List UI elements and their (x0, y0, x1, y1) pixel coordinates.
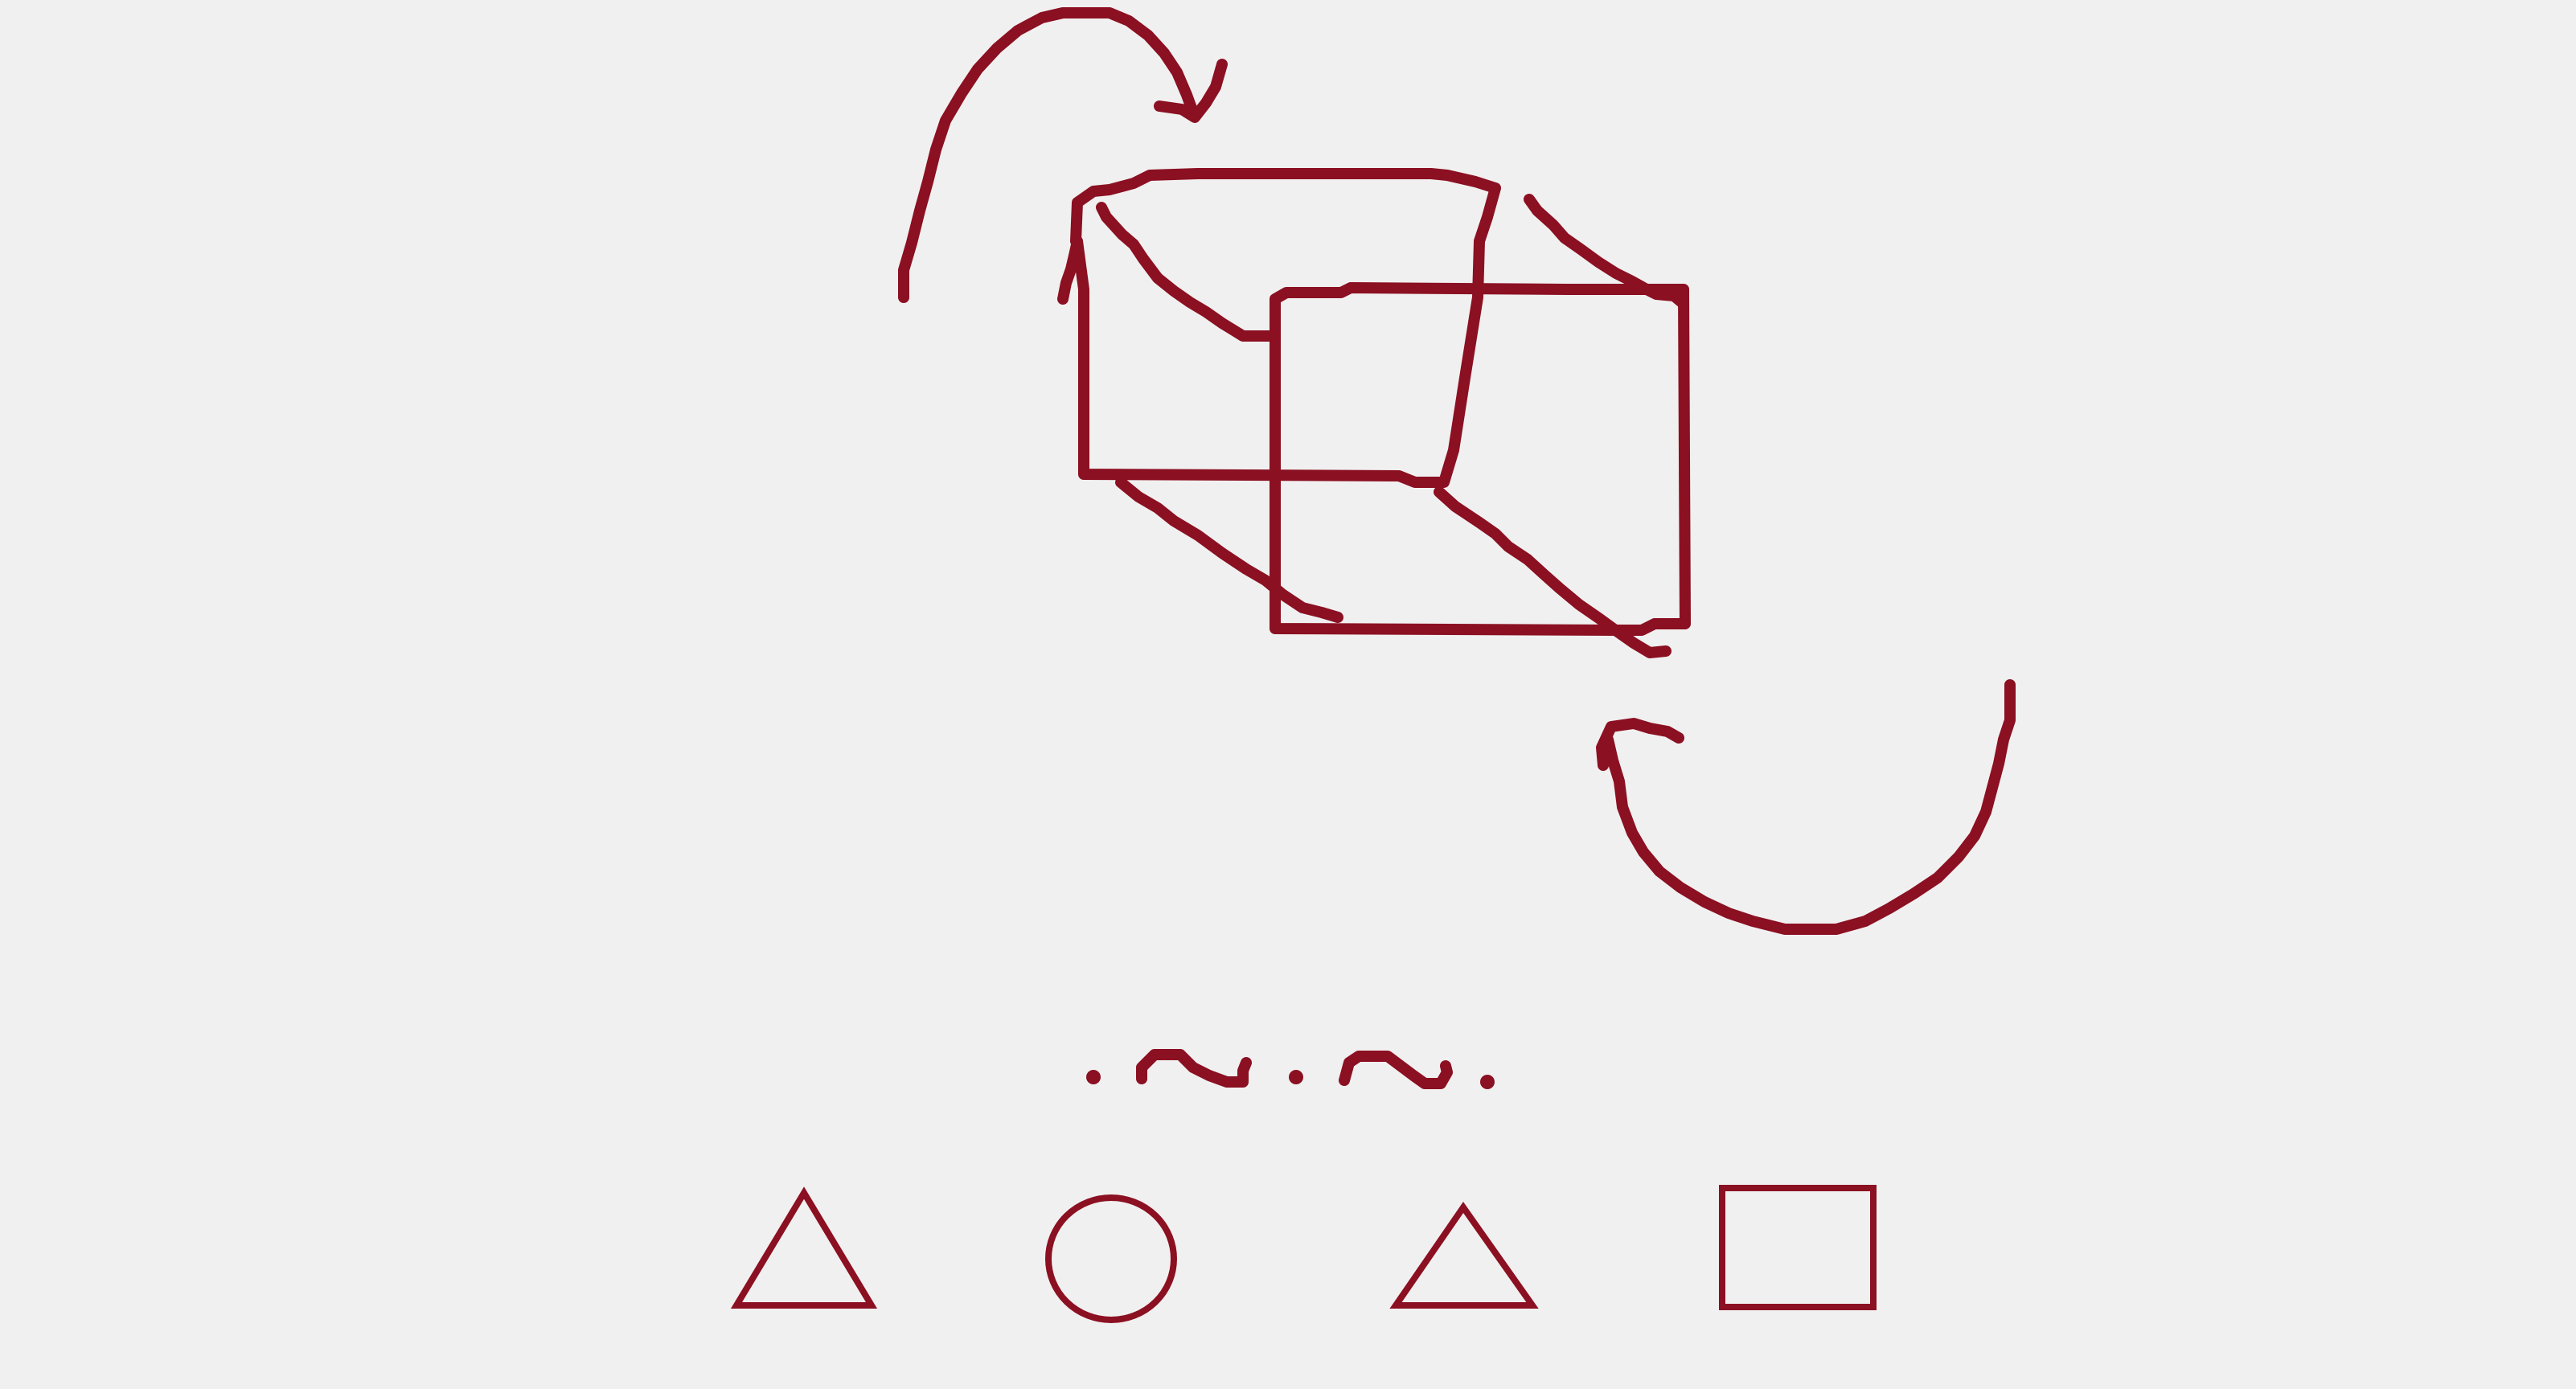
shape-row (730, 1185, 1877, 1323)
cube-edge-bottom-left (1115, 477, 1343, 623)
separator-dot-2 (1289, 1070, 1303, 1084)
triangle-shape-left (730, 1186, 878, 1309)
rotation-arrow-top-left (898, 7, 1228, 303)
separator-dot-3 (1480, 1075, 1495, 1089)
arrow-head-bottom-right (1596, 718, 1684, 771)
cube-front-face (1270, 282, 1691, 636)
wireframe-cube (1057, 168, 1691, 658)
arrow-head-top-left (1154, 59, 1228, 123)
wavy-dot-separator (1086, 1049, 1495, 1089)
separator-wave-2 (1339, 1051, 1453, 1089)
separator-wave-1 (1136, 1049, 1252, 1088)
circle-shape (1045, 1194, 1177, 1323)
triangle-shape-right (1389, 1202, 1539, 1309)
square-shape (1719, 1185, 1877, 1310)
arrow-arc-bottom-right (1602, 679, 2016, 935)
cube-back-face (1057, 168, 1501, 488)
arrow-arc-top-left (898, 7, 1199, 303)
cube-edge-top-right (1524, 194, 1689, 309)
rotation-arrow-bottom-right (1596, 679, 2016, 935)
cube-edge-top-left (1096, 202, 1279, 342)
cube-edge-bottom-right (1434, 486, 1672, 658)
separator-dot-1 (1086, 1070, 1101, 1084)
